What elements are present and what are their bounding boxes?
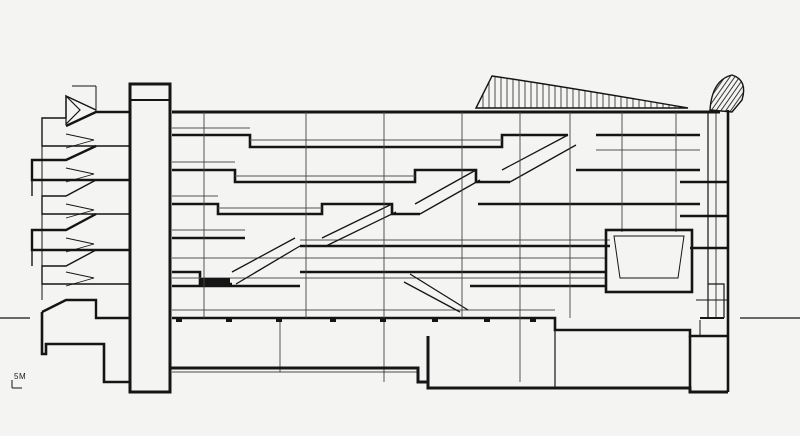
scale-label: 5M bbox=[14, 372, 27, 381]
scale-bar bbox=[11, 380, 22, 389]
basement bbox=[40, 110, 730, 394]
ramps bbox=[231, 134, 577, 313]
thin-floor-lines bbox=[172, 127, 700, 311]
right-box-room bbox=[604, 228, 694, 294]
columns bbox=[203, 112, 677, 382]
ramp-landing-block bbox=[200, 278, 230, 286]
vertical-core bbox=[128, 82, 172, 394]
right-dome bbox=[709, 74, 745, 113]
column-caps bbox=[176, 318, 536, 322]
left-stair-tower bbox=[30, 85, 130, 320]
roof-skylight bbox=[474, 75, 689, 109]
right-service-stair bbox=[696, 112, 728, 336]
